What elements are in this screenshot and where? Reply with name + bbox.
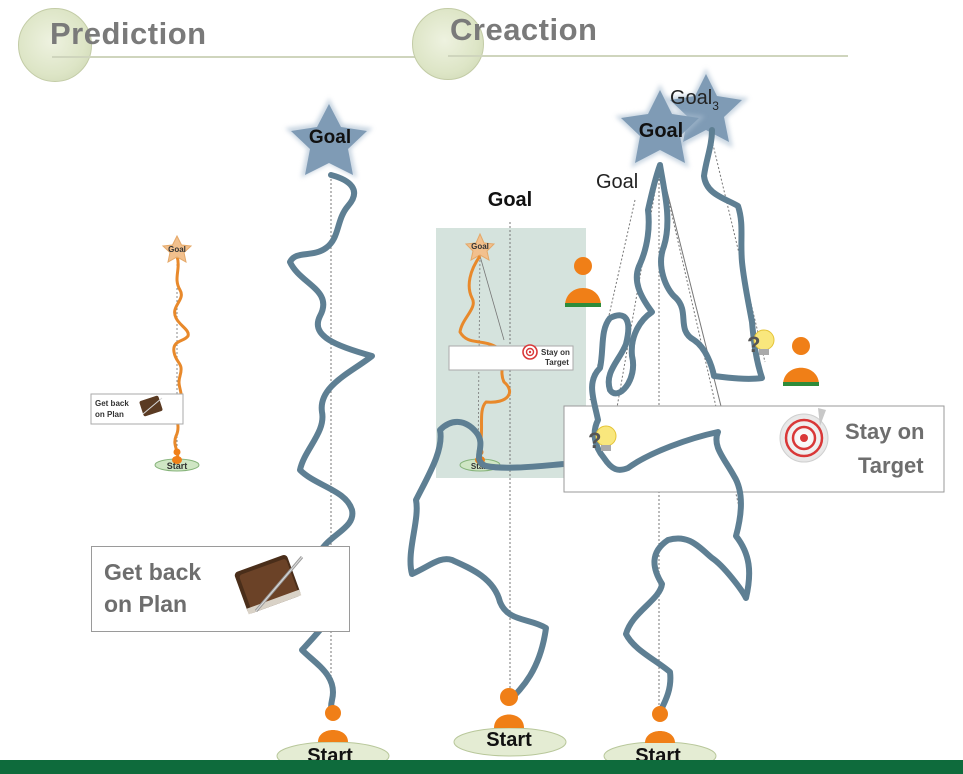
creaction-goal-star (621, 90, 699, 163)
stay-on-target-line1: Stay on (845, 419, 924, 444)
lightbulb-icon-2: ? (588, 425, 617, 453)
get-back-line2: on Plan (104, 591, 188, 617)
mini-stay-line1: Stay on (541, 348, 570, 357)
middle-person-icon (565, 288, 601, 306)
small-goal-star (161, 234, 193, 263)
middle-blue-path (407, 419, 607, 705)
book-icon (234, 555, 304, 615)
prediction-title: Prediction (50, 16, 207, 51)
mini-stay-callout (448, 345, 574, 371)
creaction-blue-path (589, 127, 765, 715)
right-person-icon (783, 367, 819, 385)
mini-target-icon (522, 344, 538, 360)
prediction-goal-star (291, 104, 367, 175)
small-prediction-diagram: Start Goal Get back on Plan (90, 234, 200, 472)
creaction-goal-label: Goal (639, 120, 683, 142)
lightbulb-icon: ? (747, 329, 775, 357)
small-orange-path (172, 255, 190, 461)
goal-alt-label: Goal (596, 171, 638, 193)
creaction-person-head (652, 706, 668, 722)
small-book-icon (139, 395, 163, 417)
prediction-path-group: Start Goal (276, 98, 390, 771)
middle-start-label: Start (486, 729, 532, 751)
prediction-person-icon (318, 730, 348, 742)
get-back-on-plan-callout: Get back on Plan (91, 546, 350, 632)
svg-text:?: ? (747, 332, 760, 357)
small-get-back-line1: Get back (95, 399, 129, 408)
stay-on-target-callout (563, 405, 945, 493)
creaction-title: Creaction (450, 12, 598, 47)
mini-stay-line2: Target (545, 358, 569, 367)
svg-text:?: ? (588, 428, 601, 453)
prediction-goal-label: Goal (309, 127, 351, 148)
small-goal-label: Goal (168, 245, 186, 254)
mini-start-label: Start (471, 462, 490, 471)
title-circle-right (412, 8, 484, 80)
stay-on-target-line2: Target (858, 453, 924, 478)
small-get-back-callout (90, 393, 184, 425)
middle-bottom-person-icon (494, 714, 524, 728)
get-back-line1: Get back (104, 559, 202, 585)
target-icon (779, 408, 829, 463)
goal3-label: Goal3 (670, 87, 719, 113)
ground-strip (0, 760, 963, 774)
mini-goal-label: Goal (471, 242, 489, 251)
creaction-person-icon (645, 731, 675, 743)
title-circle-left (18, 8, 92, 82)
goal3-subscript: 3 (712, 99, 719, 113)
middle-bottom-person-head (500, 688, 518, 706)
prediction-blue-path (287, 172, 375, 718)
mini-goal-star (464, 232, 496, 261)
right-person-head (792, 337, 810, 355)
title-underline-left (52, 56, 422, 58)
title-underline-right (448, 55, 848, 57)
small-start-label: Start (167, 461, 188, 471)
middle-person-head (574, 257, 592, 275)
creaction-path-group: Goal Goal3 Goal ? ? Stay on Target (563, 68, 945, 771)
middle-path-group: Goal Goal Start Stay on Target Start (407, 189, 607, 757)
small-get-back-line2: on Plan (95, 410, 124, 419)
prediction-person-head (325, 705, 341, 721)
middle-goal-label: Goal (488, 189, 532, 211)
